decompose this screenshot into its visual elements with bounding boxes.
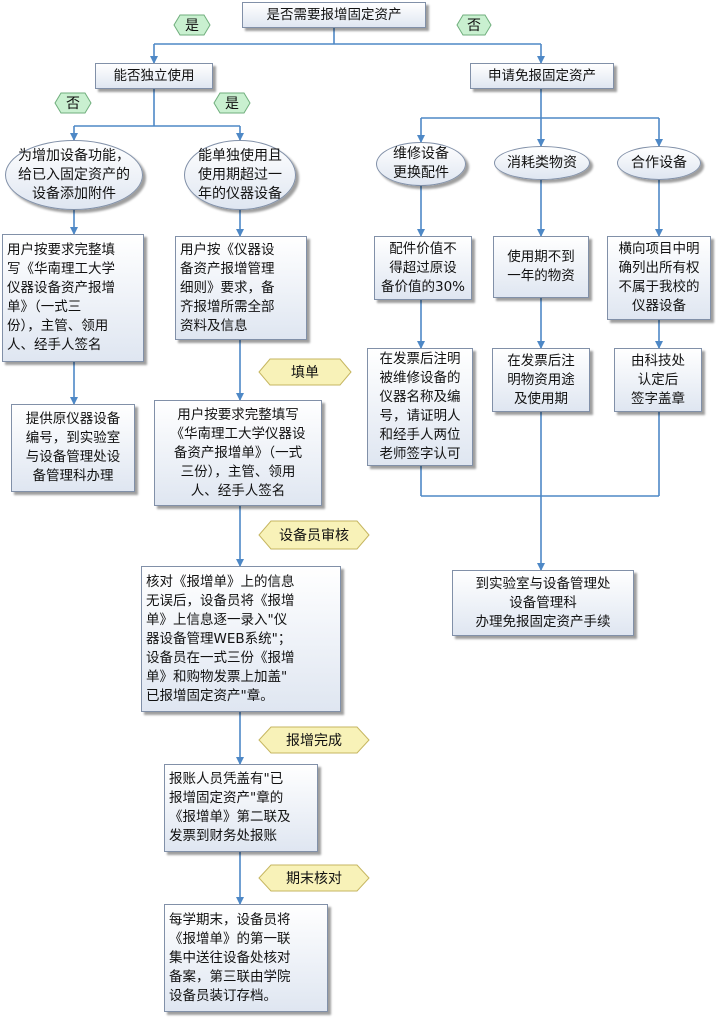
node-repair-rule: 配件价值不 得超过原设 备价值的30%: [374, 236, 472, 300]
tag-label: 是: [225, 96, 239, 112]
hexagon-tag-icon: [213, 92, 251, 114]
tag-label: 期末核对: [286, 871, 342, 887]
node-consumable: 消耗类物资: [494, 146, 590, 180]
tag-period-check: 期末核对: [258, 864, 370, 892]
node-accessory-form: 用户按要求完整填 写《华南理工大学 仪器设备资产报增 单》（一式三 份），主管、…: [2, 234, 144, 362]
node-repair-invoice: 在发票后注明 被维修设备的 仪器名称及编 号，请证明人 和经手人两位 老师签字认…: [367, 348, 473, 466]
node-standalone-prepare: 用户按《仪器设 备资产报增管理 细则》要求，备 齐报增所需全部 资料及信息: [175, 236, 307, 340]
node-standalone-form: 用户按要求完整填写 《华南理工大学仪器设 备资产报增单》（一式 三份），主管、领…: [154, 400, 322, 506]
tag-label: 否: [66, 96, 80, 112]
node-cooperation: 合作设备: [617, 146, 701, 180]
tag-label: 是: [185, 18, 199, 34]
node-independent: 能否独立使用: [95, 63, 213, 89]
hexagon-tag-icon: [173, 14, 211, 36]
tag-yes-top: 是: [173, 14, 211, 36]
tag-no-top: 否: [456, 14, 492, 36]
node-exempt: 申请免报固定资产: [470, 63, 614, 89]
tag-yes-mid: 是: [213, 92, 251, 114]
node-archive: 每学期末，设备员将 《报增单》的第一联 集中送往设备处核对 备案，第三联由学院 …: [164, 904, 328, 1012]
node-standalone: 能单独使用且 使用期超过一 年的仪器设备: [184, 140, 296, 210]
tag-registered: 报增完成: [258, 726, 370, 754]
node-cooperation-sign: 由科技处 认定后 签字盖章: [614, 348, 702, 412]
node-start: 是否需要报增固定资产: [242, 2, 426, 28]
node-accessory-submit: 提供原仪器设备 编号，到实验室 与设备管理处设 备管理科办理: [11, 404, 135, 492]
tag-no-mid: 否: [54, 92, 92, 114]
node-accessory: 为增加设备功能， 给已入固定资产的 设备添加附件: [5, 140, 143, 210]
tag-officer-review: 设备员审核: [258, 520, 370, 550]
node-cooperation-rule: 横向项目中明 确列出所有权 不属于我校的 仪器设备: [607, 236, 711, 320]
tag-fill: 填单: [258, 358, 352, 386]
hexagon-tag-icon: [258, 358, 352, 386]
hexagon-tag-icon: [54, 92, 92, 114]
node-consumable-rule: 使用期不到 一年的物资: [493, 236, 589, 298]
node-audit: 核对《报增单》上的信息 无误后，设备员将《报增 单》上信息逐一录入"仪 器设备管…: [141, 566, 341, 712]
hexagon-tag-icon: [258, 726, 370, 754]
tag-label: 填单: [291, 365, 319, 381]
node-consumable-invoice: 在发票后注 明物资用途 及使用期: [492, 348, 590, 412]
hexagon-tag-icon: [456, 14, 492, 36]
tag-label: 设备员审核: [279, 528, 349, 544]
tag-label: 报增完成: [286, 733, 342, 749]
tag-label: 否: [467, 18, 481, 34]
node-reimburse: 报账人员凭盖有"已 报增固定资产"章的 《报增单》第二联及 发票到财务处报账: [164, 764, 318, 852]
node-exempt-finish: 到实验室与设备管理处 设备管理科 办理免报固定资产手续: [452, 570, 634, 636]
hexagon-tag-icon: [258, 864, 370, 892]
node-repair: 维修设备 更换配件: [376, 142, 466, 186]
hexagon-tag-icon: [258, 520, 370, 550]
